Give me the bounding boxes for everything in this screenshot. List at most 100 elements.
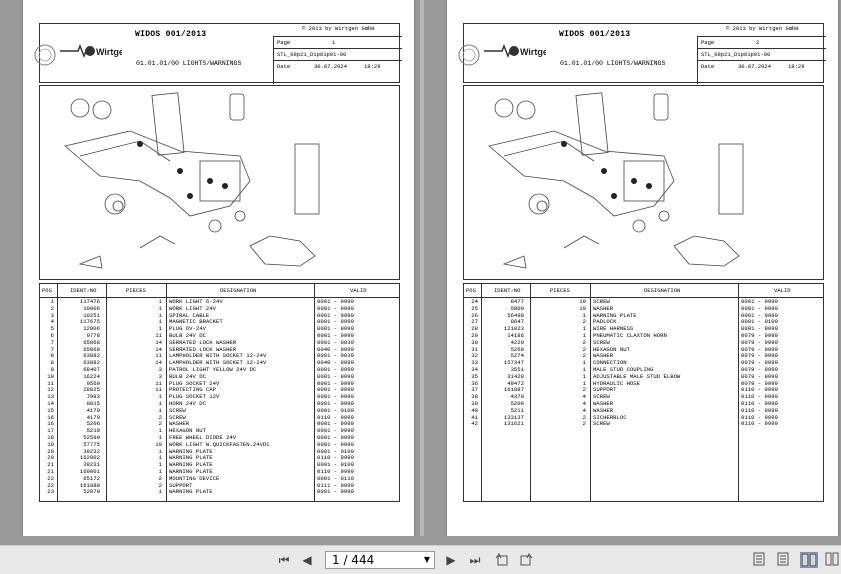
cell-designation: ADJUSTABLE MALE STUD ELBOW xyxy=(593,372,681,380)
cell-designation: MOUNTING DEVICE xyxy=(169,474,220,482)
cell-designation: WARNING PLATE xyxy=(169,447,213,455)
cell-pieces: 1 xyxy=(158,488,162,496)
cell-valid: 0001 - 0109 xyxy=(741,318,778,326)
next-page-button[interactable]: ▶ xyxy=(444,552,458,568)
page-select[interactable]: 1 / 444 ▼ xyxy=(325,551,435,569)
cell-ident: 7983 xyxy=(86,393,100,401)
cell-designation: PROTECTING CAP xyxy=(169,386,216,394)
cell-pos: 26 xyxy=(471,311,478,319)
cell-ident: 57775 xyxy=(83,440,100,448)
col-designation: DESIGNATION xyxy=(644,287,681,294)
cell-pieces: 2 xyxy=(582,420,586,428)
cell-pieces: 11 xyxy=(155,379,162,387)
cell-designation: WORK LIGHT 6-24V xyxy=(169,298,223,305)
cell-pieces: 2 xyxy=(582,413,586,421)
chevron-down-icon: ▼ xyxy=(423,555,430,564)
first-page-icon: ⏮ xyxy=(278,553,290,567)
cell-pieces: 1 xyxy=(158,304,162,312)
continuous-button[interactable] xyxy=(824,552,840,568)
cell-pos: 36 xyxy=(471,379,478,387)
cell-pos: 22 xyxy=(47,481,54,489)
cell-valid: 0079 - 9999 xyxy=(741,359,778,367)
cell-designation: MAGNETIC BRACKET xyxy=(169,318,223,326)
cell-valid: 0110 - 9999 xyxy=(741,386,778,394)
cell-pieces: 1 xyxy=(158,393,162,401)
cell-designation: SCREW xyxy=(593,393,610,401)
cell-pieces: 1 xyxy=(582,311,586,319)
cell-ident: 63882 xyxy=(83,352,100,360)
cell-designation: WORK LIGHT 24V xyxy=(169,304,216,312)
cell-pieces: 14 xyxy=(155,345,162,353)
single-page-button[interactable] xyxy=(752,552,766,568)
rotate-right-button[interactable] xyxy=(518,552,534,568)
cell-pieces: 1 xyxy=(582,325,586,333)
horizontal-scrollbar[interactable] xyxy=(0,536,841,545)
cell-valid: 0110 - 9999 xyxy=(741,413,778,421)
cell-pos: 39 xyxy=(471,399,478,407)
cell-valid: 0001 - 9999 xyxy=(317,311,354,319)
cell-valid: 0001 - 9999 xyxy=(317,318,354,326)
cell-valid: 0001 - 9999 xyxy=(741,304,778,312)
page-indicator: 1 / 444 xyxy=(332,553,375,567)
cell-pos: 11 xyxy=(47,379,54,387)
section-title: 01.01.01/00 LIGHTS/WARNINGS xyxy=(136,60,242,67)
prev-page-button[interactable]: ◀ xyxy=(300,552,314,568)
date-value: 30.07.2024 xyxy=(738,63,772,70)
catalog-title: WIDOS 001/2013 xyxy=(135,30,207,39)
cell-valid: 0110 - 9999 xyxy=(741,393,778,401)
emblem-icon xyxy=(34,44,56,66)
page-label: Page xyxy=(277,39,291,46)
section-title: 01.01.01/00 LIGHTS/WARNINGS xyxy=(560,60,666,67)
cell-pieces: 1 xyxy=(158,454,162,462)
cell-designation: CONNECTION xyxy=(593,359,627,367)
cell-ident: 5206 xyxy=(86,420,100,428)
cell-pieces: 1 xyxy=(158,406,162,414)
single-page-icon xyxy=(753,552,765,566)
cell-valid: 0111 - 9999 xyxy=(317,481,354,489)
cell-pos: 9 xyxy=(50,365,54,373)
cell-ident: 16224 xyxy=(83,372,100,380)
cell-pieces: 14 xyxy=(155,338,162,346)
cell-pos: 1 xyxy=(50,298,54,305)
viewer-toolbar: ⏮ ◀ 1 / 444 ▼ ▶ ⏭ xyxy=(0,545,841,574)
document-viewport[interactable]: Wirtgen WIDOS 001/2013 01.01.01/00 LIGHT… xyxy=(0,0,841,545)
cell-ident: 9778 xyxy=(86,331,100,339)
cell-pos: 33 xyxy=(471,359,478,367)
first-page-button[interactable]: ⏮ xyxy=(276,552,292,568)
next-page-icon: ▶ xyxy=(446,553,456,567)
cell-designation: WASHER xyxy=(593,304,614,312)
cell-designation: LAMPHOLDER WITH SOCKET 12-24V xyxy=(169,359,267,367)
cell-ident: 52599 xyxy=(83,433,100,441)
last-page-button[interactable]: ⏭ xyxy=(466,552,484,568)
cell-valid: 0001 - 0109 xyxy=(317,447,354,455)
page-label: Page xyxy=(701,39,715,46)
table-header: POS IDENT-NO PIECES DESIGNATION VALID xyxy=(464,284,823,298)
two-page-button[interactable] xyxy=(800,552,818,568)
rotate-left-button[interactable] xyxy=(494,552,510,568)
cell-pieces: 2 xyxy=(582,352,586,360)
exploded-parts-drawing xyxy=(39,85,400,280)
cell-pieces: 1 xyxy=(582,379,586,387)
cell-pieces: 1 xyxy=(158,467,162,475)
cell-pieces: 1 xyxy=(582,359,586,367)
cell-valid: 0001 - 0109 xyxy=(317,406,354,414)
cell-pos: 22 xyxy=(47,474,54,482)
cell-pieces: 2 xyxy=(582,318,586,326)
cell-valid: 0001 - 9999 xyxy=(317,304,354,312)
cell-ident: 133137 xyxy=(503,413,524,421)
scroll-mode-button[interactable] xyxy=(776,552,790,568)
cell-ident: 56498 xyxy=(507,311,524,319)
cell-pos: 30 xyxy=(471,338,478,346)
wirtgen-logo: Wirtgen xyxy=(60,42,129,60)
